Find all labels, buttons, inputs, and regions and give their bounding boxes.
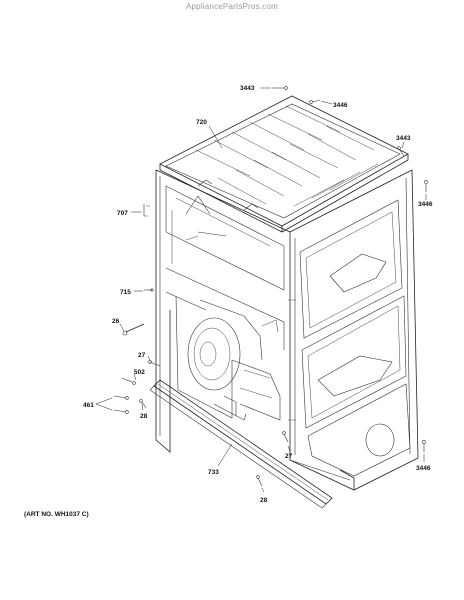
callout-733: 733	[208, 469, 219, 476]
callout-labels: 3443 3446 720 3443 3446 707 715 26 27 50…	[83, 85, 433, 504]
callout-3446-bottom: 3446	[416, 465, 431, 472]
callout-707: 707	[117, 210, 128, 217]
callout-27-left: 27	[138, 352, 146, 359]
leader-lines	[95, 87, 427, 493]
callout-3446-right: 3446	[418, 201, 433, 208]
callout-27-right: 27	[285, 453, 293, 460]
callout-3443-right: 3443	[396, 135, 411, 142]
callout-3446-top: 3446	[333, 102, 348, 109]
callout-502: 502	[134, 369, 145, 376]
callout-3443-top: 3443	[240, 85, 255, 92]
callout-720: 720	[196, 119, 207, 126]
watermark: AppliancePartsPros.com	[186, 2, 278, 11]
callout-28-bottom: 28	[260, 497, 268, 504]
callout-26: 26	[112, 318, 120, 325]
art-number: (ART NO. WH1037 C)	[24, 511, 89, 518]
callout-28-left: 28	[140, 413, 148, 420]
toe-kick-strip-733	[149, 379, 333, 509]
hardware-parts	[113, 86, 428, 487]
callout-715: 715	[120, 289, 131, 296]
callout-461: 461	[83, 402, 94, 409]
dryer-cabinet	[155, 169, 419, 491]
top-panel-720	[159, 95, 409, 233]
